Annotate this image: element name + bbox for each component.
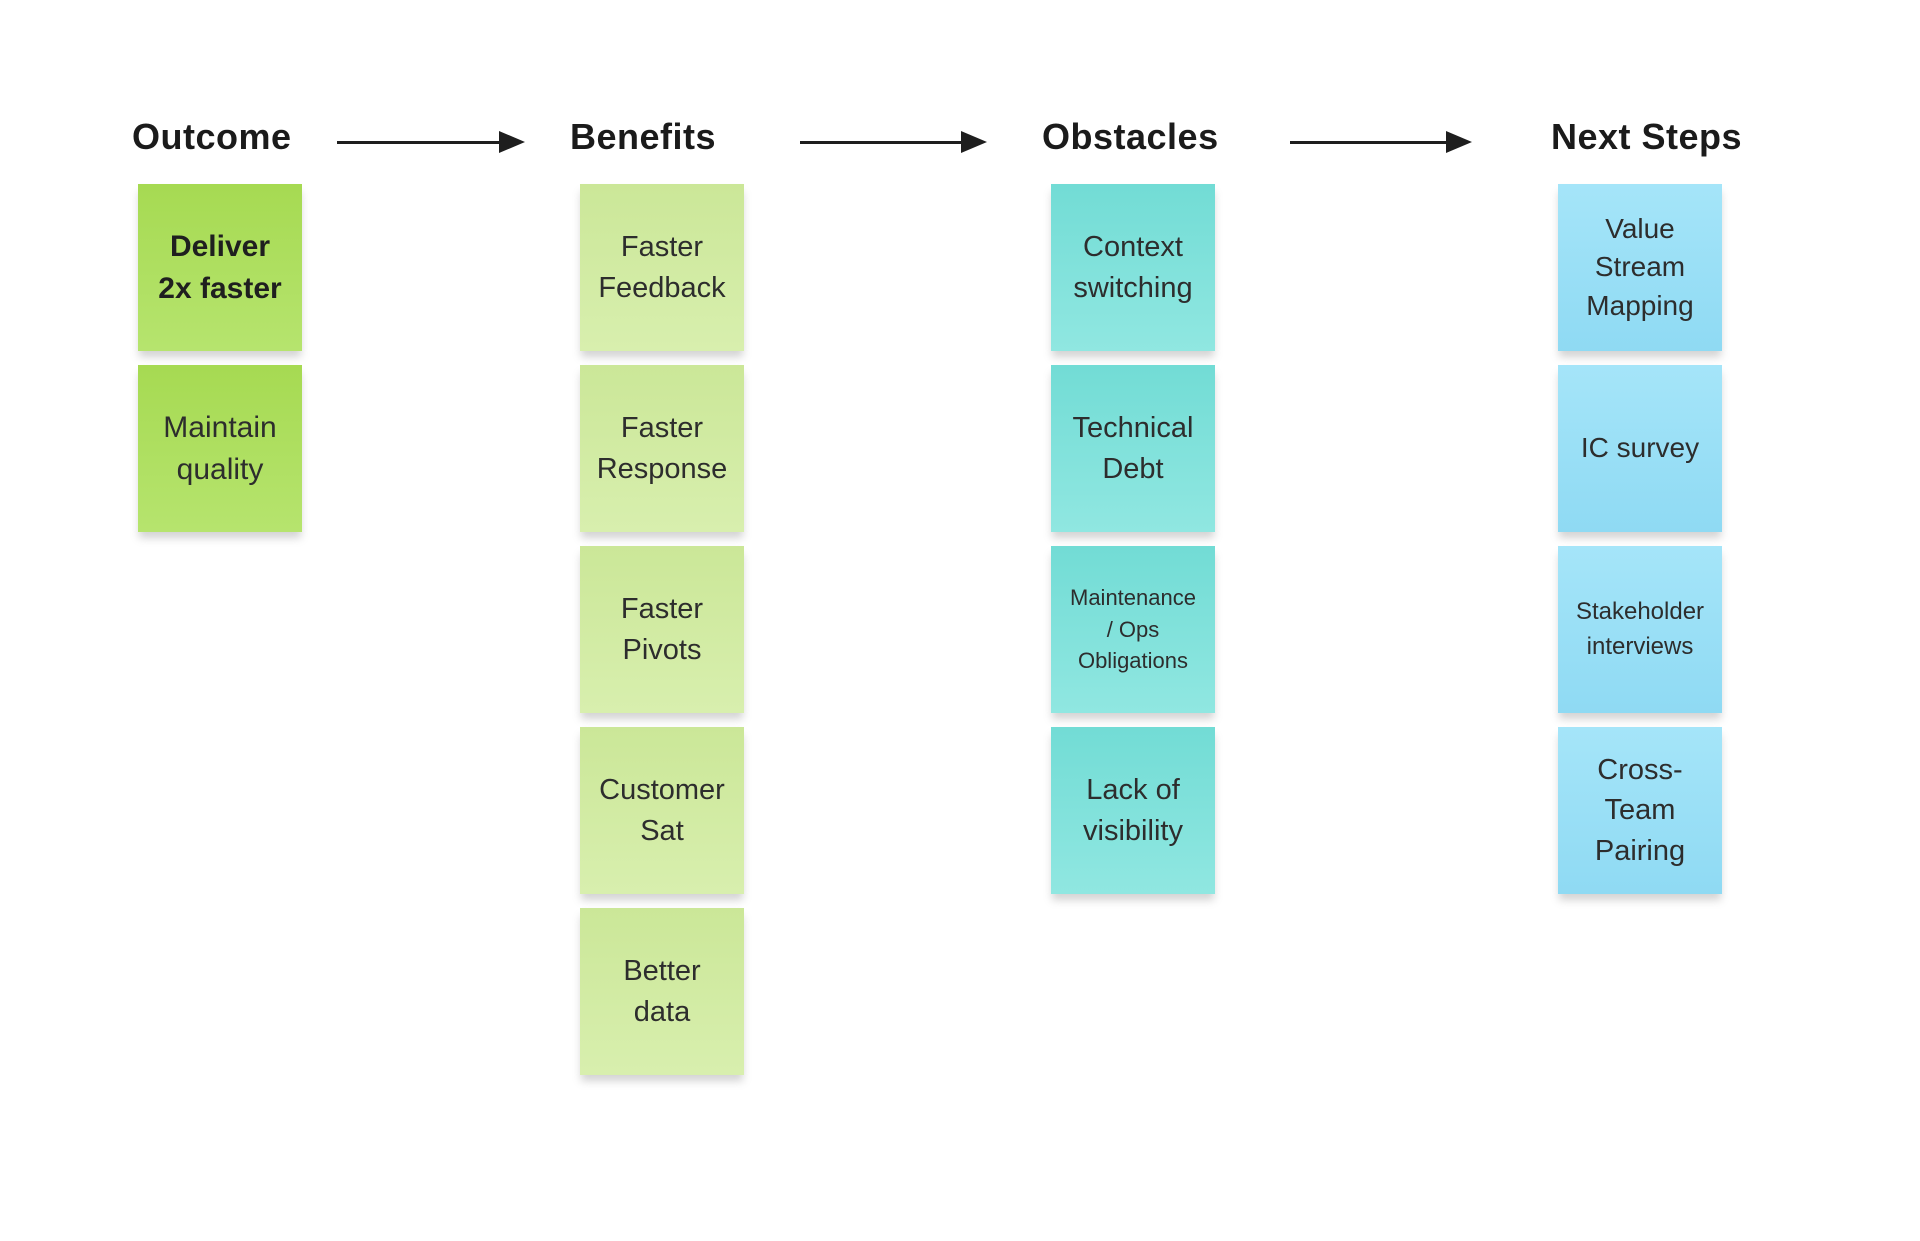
arrow-outcome-to-benefits: [337, 131, 525, 153]
sticky-note-ic-survey[interactable]: IC survey: [1558, 365, 1722, 532]
sticky-note-label: Technical Debt: [1072, 412, 1194, 485]
sticky-note-stakeholder-interviews[interactable]: Stakeholder interviews: [1558, 546, 1722, 713]
sticky-note-faster-feedback[interactable]: Faster Feedback: [580, 184, 744, 351]
sticky-note-label: Lack of visibility: [1083, 774, 1183, 847]
arrow-shaft: [800, 140, 961, 144]
sticky-note-context-switching[interactable]: Context switching: [1051, 184, 1215, 351]
column-header-next-steps: Next Steps: [1551, 116, 1743, 157]
arrow-head-icon: [499, 131, 525, 153]
sticky-note-better-data[interactable]: Better data: [580, 908, 744, 1075]
sticky-note-label: Stakeholder interviews: [1575, 597, 1705, 660]
sticky-note-label: Value Stream Mapping: [1586, 212, 1694, 321]
arrow-shaft: [337, 140, 499, 144]
sticky-note-label: Customer Sat: [599, 774, 725, 847]
sticky-note-label: Maintenance / Ops Obligations: [1070, 584, 1196, 674]
arrow-obstacles-to-next-steps: [1290, 131, 1472, 153]
sticky-note-cross-team-pairing[interactable]: Cross- Team Pairing: [1558, 727, 1722, 894]
sticky-note-maintenance-ops-obligations[interactable]: Maintenance / Ops Obligations: [1051, 546, 1215, 713]
sticky-note-deliver-2x-faster[interactable]: Deliver 2x faster: [138, 184, 302, 351]
column-header-outcome: Outcome: [132, 116, 292, 157]
sticky-note-customer-sat[interactable]: Customer Sat: [580, 727, 744, 894]
sticky-note-label: Better data: [623, 955, 701, 1028]
sticky-note-label: Faster Response: [596, 412, 728, 485]
arrow-shaft: [1290, 140, 1446, 144]
column-header-benefits: Benefits: [570, 116, 717, 157]
sticky-note-label: Faster Pivots: [620, 593, 704, 666]
sticky-note-faster-response[interactable]: Faster Response: [580, 365, 744, 532]
sticky-note-lack-of-visibility[interactable]: Lack of visibility: [1051, 727, 1215, 894]
arrow-head-icon: [1446, 131, 1472, 153]
sticky-note-faster-pivots[interactable]: Faster Pivots: [580, 546, 744, 713]
sticky-note-value-stream-mapping[interactable]: Value Stream Mapping: [1558, 184, 1722, 351]
sticky-note-label: Deliver 2x faster: [158, 230, 282, 305]
sticky-note-maintain-quality[interactable]: Maintain quality: [138, 365, 302, 532]
arrow-head-icon: [961, 131, 987, 153]
sticky-note-label: Maintain quality: [163, 411, 277, 486]
sticky-note-label: Cross- Team Pairing: [1594, 754, 1686, 867]
sticky-note-label: Faster Feedback: [598, 231, 726, 304]
sticky-note-label: IC survey: [1580, 432, 1700, 464]
sticky-note-label: Context switching: [1073, 231, 1193, 304]
sticky-note-technical-debt[interactable]: Technical Debt: [1051, 365, 1215, 532]
column-header-obstacles: Obstacles: [1042, 116, 1219, 157]
arrow-benefits-to-obstacles: [800, 131, 987, 153]
